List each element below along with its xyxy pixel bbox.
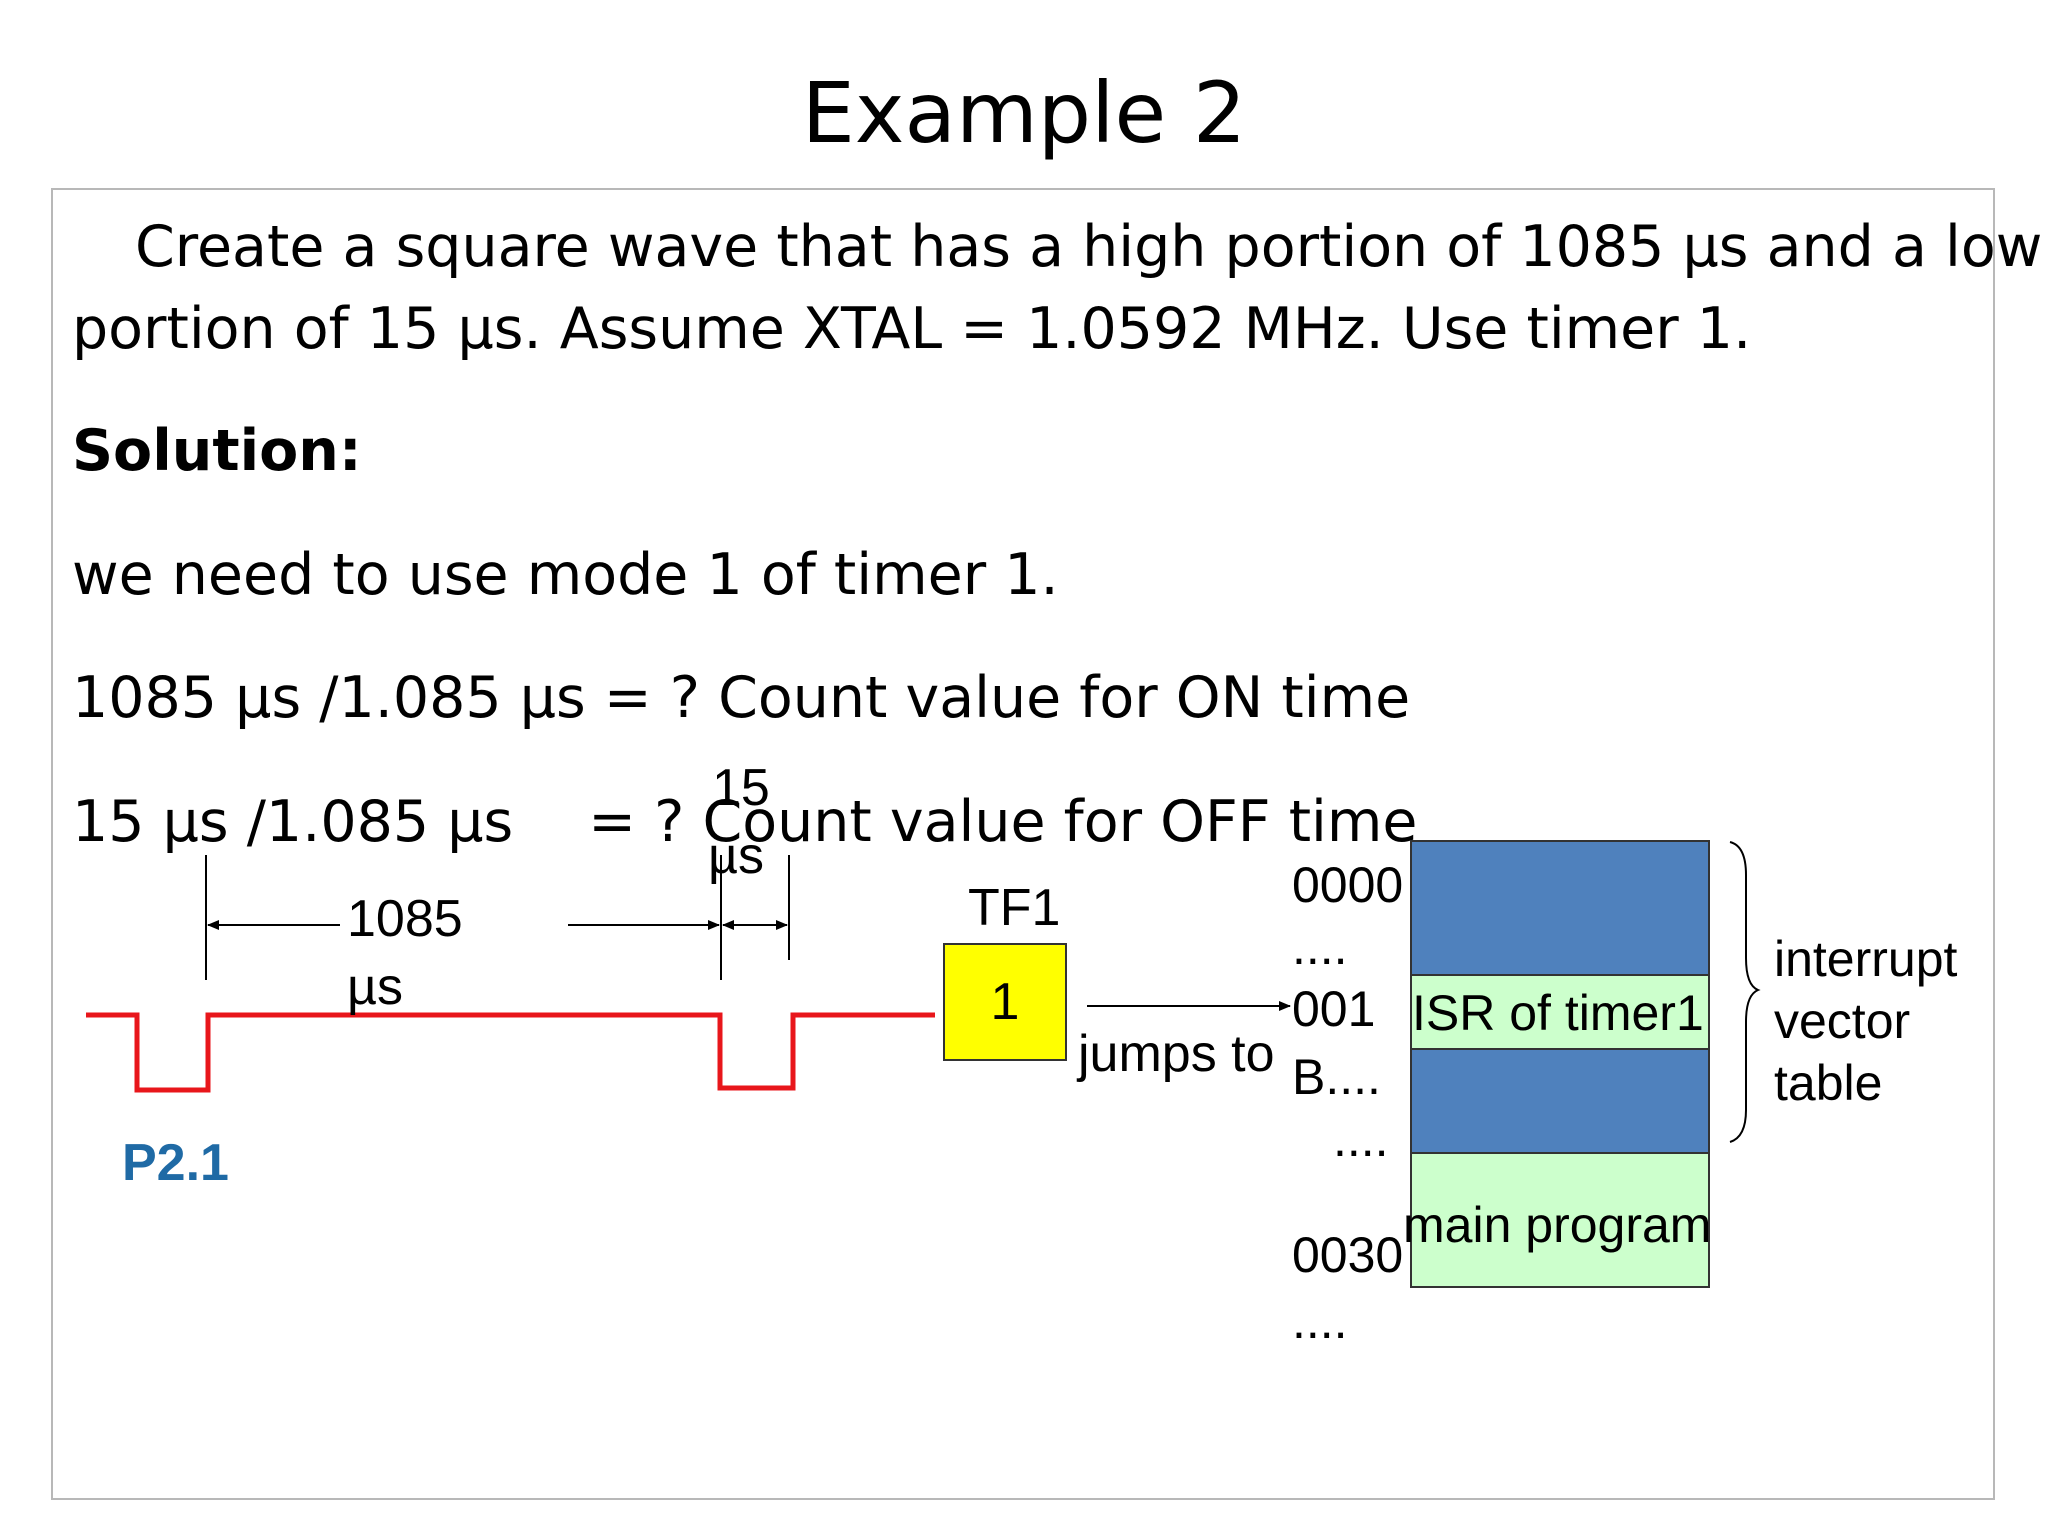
address-0000: 0000: [1292, 857, 1404, 913]
pin-label: P2.1: [122, 1134, 229, 1192]
off-time-count-formula: 15 µs /1.085 µs = ? Count value for OFF t…: [72, 787, 1418, 857]
off-time-formula-left: 15 µs /1.085 µs: [72, 789, 514, 855]
jumps-to-label: jumps to: [1078, 1025, 1275, 1083]
tf1-flag-box: 1: [943, 943, 1067, 1061]
vector-table-label-line-2: vector: [1774, 993, 1911, 1049]
vector-table-label-line-1: interrupt: [1774, 931, 1958, 987]
off-time-formula-right: = ? Count value for OFF time: [588, 789, 1418, 855]
address-001b-suffix: B....: [1292, 1049, 1381, 1105]
high-duration-unit: µs: [347, 958, 403, 1016]
low-duration-value: 15: [712, 759, 770, 817]
isr-label: ISR of timer1: [1412, 985, 1704, 1041]
address-dots-1: ....: [1292, 919, 1348, 975]
vector-table-top-block: [1410, 840, 1710, 976]
vector-table-bottom-block: [1410, 1048, 1710, 1154]
address-dots-3: ....: [1292, 1293, 1348, 1349]
address-001b: 001: [1292, 981, 1376, 1037]
mode-statement: we need to use mode 1 of timer 1.: [72, 542, 1059, 608]
on-time-count-formula: 1085 µs /1.085 µs = ? Count value for ON…: [72, 665, 1411, 731]
low-duration-unit: µs: [708, 827, 764, 885]
square-wave-signal: [86, 1012, 935, 1093]
main-program-label: main program: [1403, 1197, 1712, 1253]
problem-text-line-1: Create a square wave that has a high por…: [135, 214, 2043, 280]
content-box: [51, 188, 1995, 1500]
address-dots-2: ....: [1333, 1111, 1389, 1167]
high-duration-value: 1085: [347, 890, 463, 948]
main-program-block: [1410, 1152, 1710, 1288]
problem-text-line-2: portion of 15 µs. Assume XTAL = 1.0592 M…: [72, 296, 1752, 362]
vector-table-label-line-3: table: [1774, 1055, 1883, 1111]
flag-value: 1: [990, 973, 1020, 1031]
vector-table-brace: [1729, 841, 1761, 1143]
flag-label: TF1: [968, 879, 1061, 937]
solution-heading: Solution:: [72, 418, 362, 484]
address-0030: 0030: [1292, 1227, 1404, 1283]
slide-title: Example 2: [801, 64, 1247, 162]
